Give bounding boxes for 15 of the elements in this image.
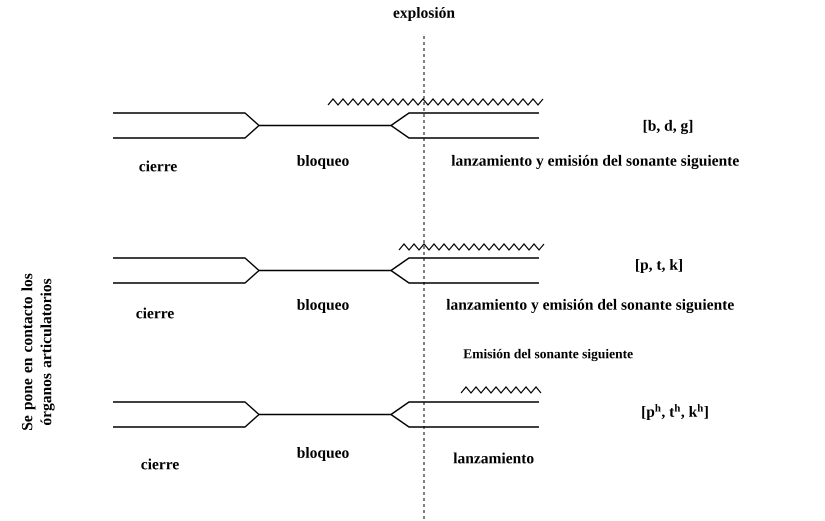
heading-label: explosión	[394, 6, 455, 22]
phase-label: bloqueo	[296, 446, 349, 461]
note-label: Emisión del sonante siguiente	[463, 348, 633, 362]
phase-label: cierre	[139, 160, 177, 172]
phase-label: lanzamiento	[454, 452, 534, 464]
sound-label: [p, t, k]	[636, 258, 682, 274]
phase-label: cierre	[136, 308, 174, 318]
phase-label: lanzamiento y emisión del sonante siguiente	[446, 298, 734, 314]
phase-label: bloqueo	[296, 154, 349, 170]
phase-label: lanzamiento y emisión del sonante siguiente	[452, 154, 739, 170]
side-label: Se pone en contacto los órganos articulatorios	[21, 274, 55, 430]
phase-label: cierre	[141, 458, 179, 470]
phase-label: bloqueo	[296, 298, 349, 314]
sound-label: [p$^{h}$, t$^{h}$, k$^{h}$]	[642, 404, 708, 420]
sound-label: [b, d, g]	[644, 120, 692, 134]
